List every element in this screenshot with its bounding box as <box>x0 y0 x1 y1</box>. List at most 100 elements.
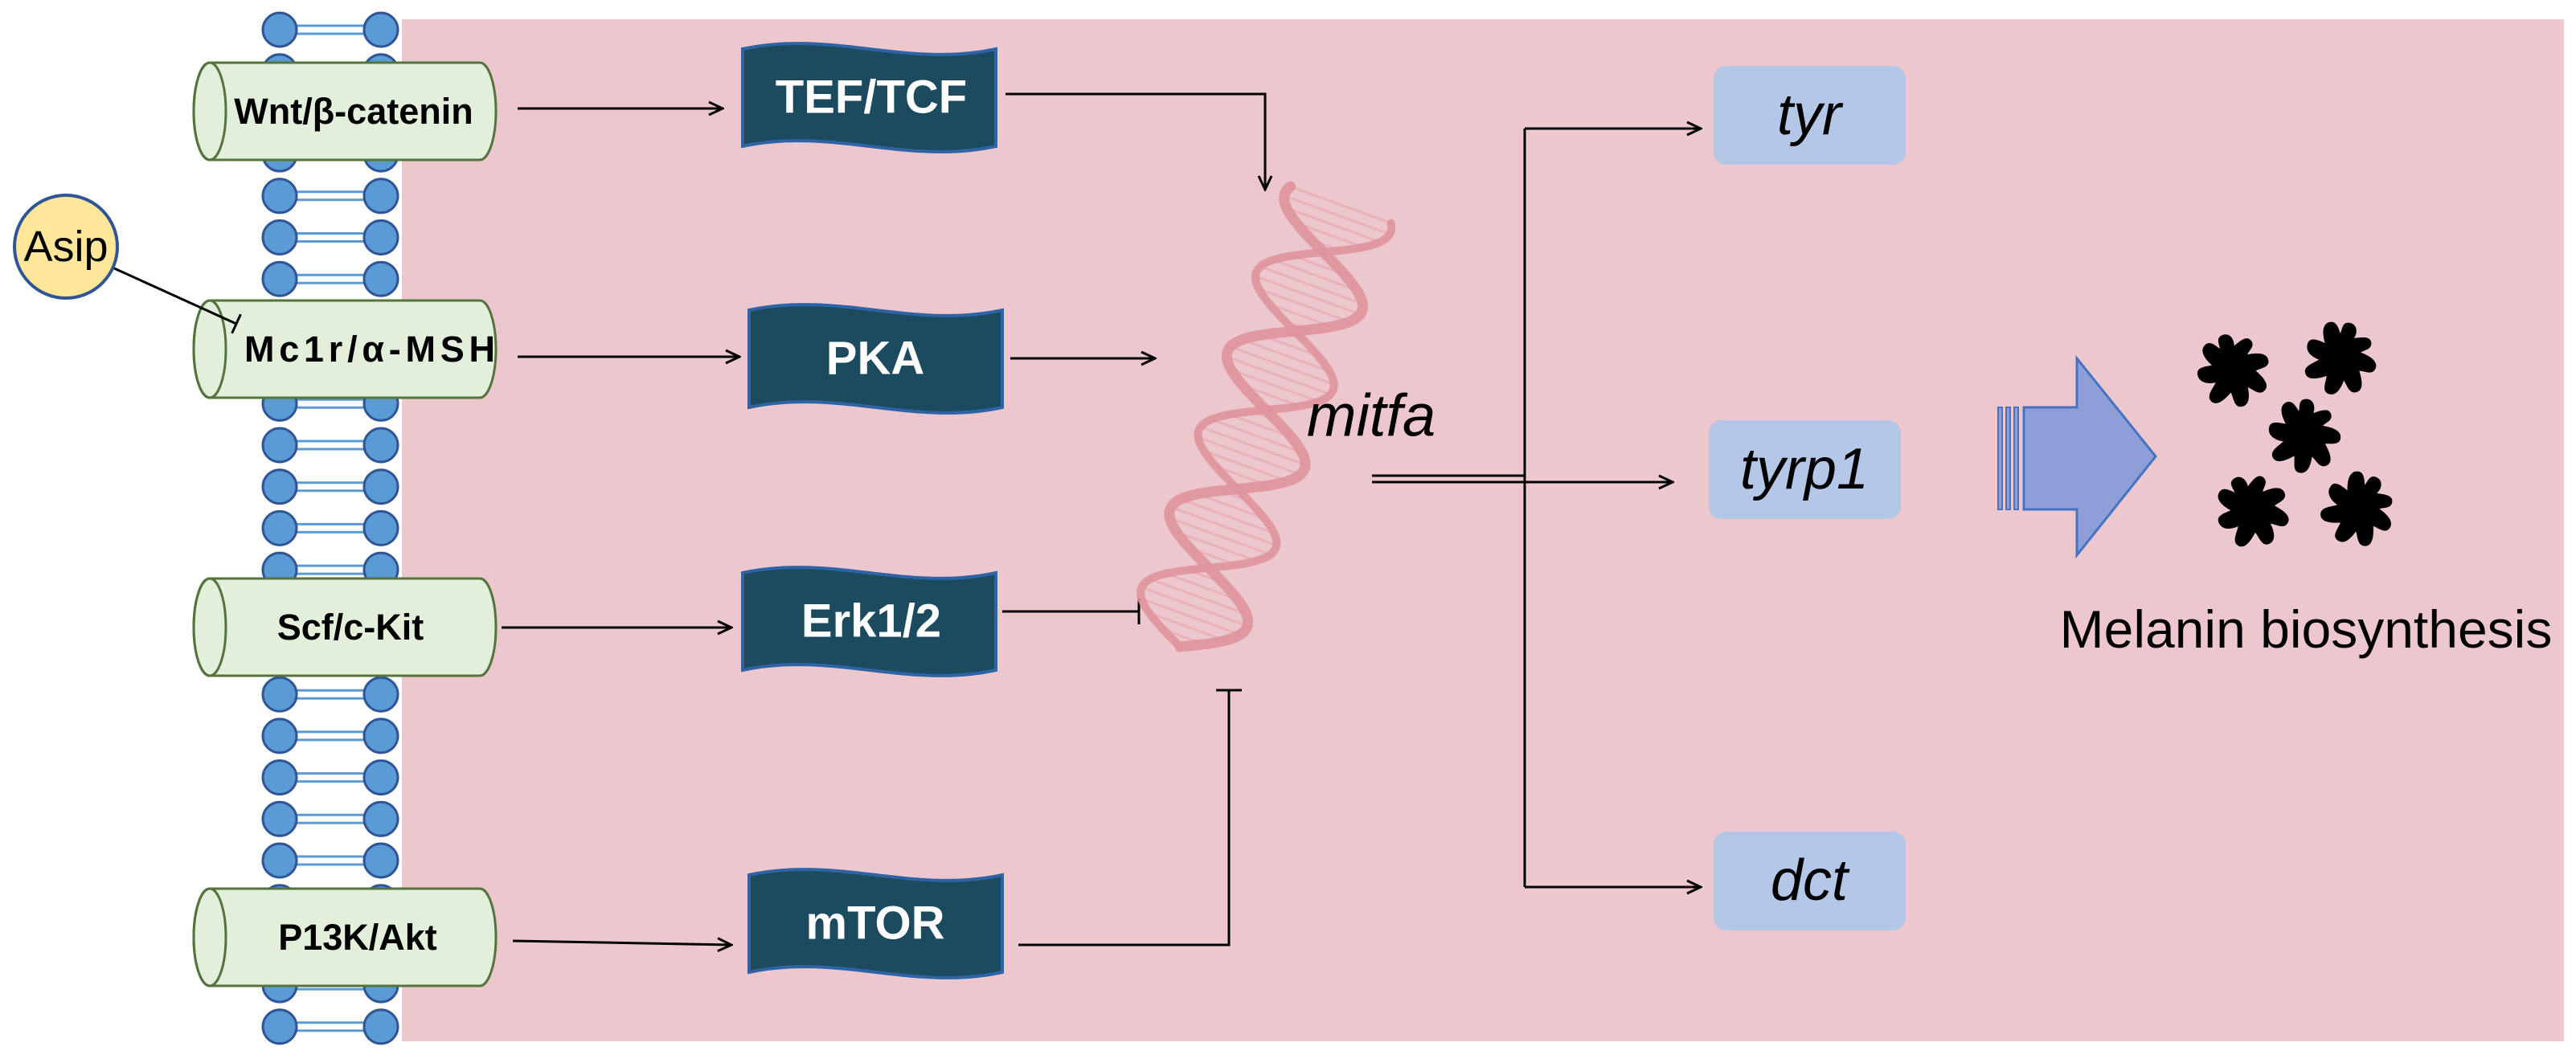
dna-base-pair <box>1242 338 1330 373</box>
dna-base-pair <box>1169 517 1272 556</box>
arrow-stripe <box>2013 407 2019 510</box>
inhibition-mtor-to-mitfa <box>1018 690 1231 946</box>
lipid-head <box>261 759 298 796</box>
arrow-p13k-to-mtor <box>512 941 731 945</box>
target-gene-label: dct <box>1771 848 1850 913</box>
lipid-head <box>261 260 298 297</box>
dna-base-pair <box>1258 288 1350 323</box>
dna-base-pair <box>1198 435 1301 476</box>
dna-base-pair <box>1228 413 1292 439</box>
arrow-body <box>2022 354 2157 559</box>
dna-base-pair <box>1272 259 1358 292</box>
dna-base-pair <box>1231 368 1319 403</box>
lipid-head <box>362 676 399 713</box>
dna-base-pair <box>1284 194 1390 235</box>
kinase-erk1-2: Erk1/2 <box>741 566 997 677</box>
dna-strand <box>1164 181 1369 652</box>
receptor-label: P13K/Akt <box>278 917 437 958</box>
target-gene-box <box>1709 420 1901 519</box>
kinase-shape <box>741 42 997 153</box>
dna-base-pair <box>1180 497 1275 535</box>
lipid-head <box>362 1008 399 1045</box>
target-gene-box <box>1714 832 1906 930</box>
dna-base-pair <box>1226 355 1331 396</box>
dna-base-pair <box>1149 578 1247 615</box>
dna-base-pair <box>1149 611 1226 642</box>
target-gene-label: tyrp1 <box>1740 437 1869 501</box>
outcome-label: Melanin biosynthesis <box>2060 599 2553 659</box>
dna-base-pair <box>1170 505 1277 547</box>
receptor-label: Wnt/β-catenin <box>234 91 473 132</box>
dna-base-pair <box>1255 275 1361 316</box>
kinase-label: Erk1/2 <box>801 595 941 648</box>
kinase-shape <box>747 868 1004 979</box>
receptor-mc1r-alpha-msh: Mc1r/α-MSH <box>192 299 498 399</box>
inhibition-bar <box>231 313 242 334</box>
target-gene-tyr: tyr <box>1714 66 1906 165</box>
dna-strand <box>1136 219 1396 651</box>
kinase-pka: PKA <box>747 303 1004 415</box>
asip-antagonist: Asip <box>13 194 242 334</box>
lipid-head <box>261 178 298 215</box>
lipid-head <box>362 427 399 464</box>
block-arrow-icon <box>1997 354 2157 559</box>
lipid-head <box>261 219 298 256</box>
kinase-label: mTOR <box>806 897 945 950</box>
receptor-cylinder-end <box>192 61 227 161</box>
dna-base-pair <box>1268 303 1333 328</box>
target-gene-box <box>1714 66 1906 165</box>
receptor-cylinder-end <box>192 577 227 677</box>
mitfa-label: mitfa <box>1307 382 1435 449</box>
kinase-label: TEF/TCF <box>776 72 967 124</box>
dna-base-pair <box>1296 221 1364 249</box>
kinase-shape <box>747 303 1004 415</box>
receptor-label: Scf/c-Kit <box>277 607 424 648</box>
target-gene-label: tyr <box>1777 83 1844 147</box>
lipid-head <box>261 800 298 837</box>
lipid-head <box>362 11 399 48</box>
target-gene-tyrp1: tyrp1 <box>1709 420 1901 519</box>
dna-base-pair <box>1259 265 1363 305</box>
dna-base-pair <box>1165 572 1239 601</box>
receptor-cylinder-end <box>192 887 227 987</box>
dna-helix-icon <box>1136 181 1396 652</box>
dna-base-pair <box>1230 345 1335 386</box>
lipid-head <box>362 800 399 837</box>
asip-circle <box>13 194 119 300</box>
receptor-p13k-akt: P13K/Akt <box>192 887 498 987</box>
dna-base-pair <box>1203 449 1288 483</box>
receptor-label: Mc1r/α-MSH <box>244 329 495 370</box>
asip-inhibition-line <box>112 266 237 325</box>
lipid-head <box>261 468 298 505</box>
target-gene-dct: dct <box>1714 832 1906 930</box>
kinase-label: PKA <box>826 333 924 385</box>
lipid-head <box>261 1008 298 1045</box>
kinase-mtor: mTOR <box>747 868 1004 979</box>
lipid-head <box>362 260 399 297</box>
lipid-head <box>261 842 298 879</box>
receptor-wnt-beta-catenin: Wnt/β-catenin <box>192 61 498 161</box>
dna-base-pair <box>1289 185 1392 225</box>
dna-base-pair <box>1200 425 1306 467</box>
dna-base-pair <box>1197 493 1265 520</box>
lipid-head <box>362 842 399 879</box>
lipid-head <box>261 11 298 48</box>
dna-base-pair <box>1141 597 1241 636</box>
lipid-head <box>261 718 298 754</box>
lipid-head <box>362 509 399 546</box>
asip-label: Asip <box>23 223 108 271</box>
arrow-stripe <box>1997 407 2003 510</box>
lipid-head <box>261 427 298 464</box>
lipid-head <box>362 219 399 256</box>
arrow-stripe <box>2005 407 2011 510</box>
lipid-head <box>362 468 399 505</box>
dna-base-pair <box>1176 530 1257 562</box>
arrow-tef-tcf-to-mitfa <box>1005 92 1265 190</box>
dna-base-pair <box>1210 418 1303 454</box>
dna-base-pair <box>1286 206 1381 243</box>
kinase-shape <box>741 566 997 677</box>
receptor-scf-c-kit: Scf/c-Kit <box>192 577 498 677</box>
lipid-head <box>362 759 399 796</box>
receptor-cylinder-end <box>192 299 227 399</box>
